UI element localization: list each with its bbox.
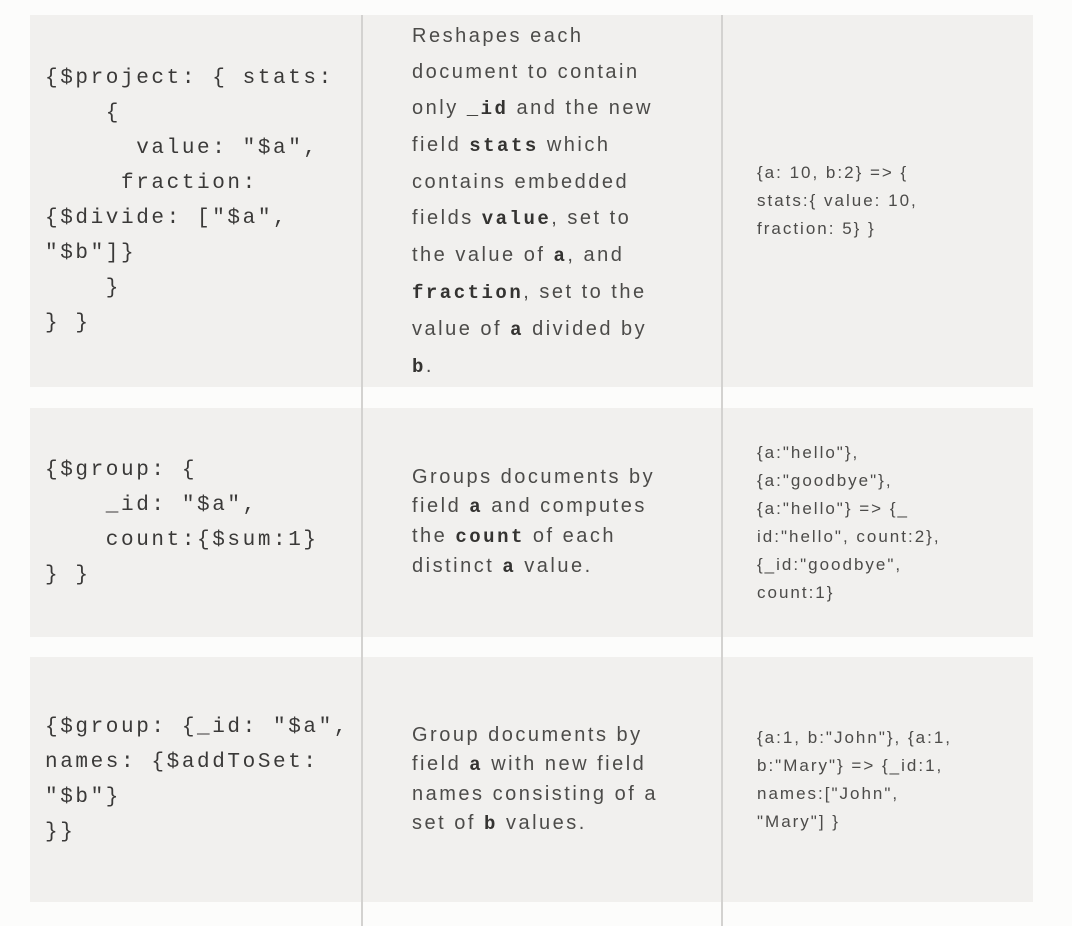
table-row-group-addtoset: {$group: {_id: "$a", names: {$addToSet: … [30,657,1033,902]
cell-description: Groups documents by field a and computes… [362,408,722,637]
example-text: {a:"hello"}, {a:"goodbye"}, {a:"hello"} … [757,442,941,602]
code-block: {$project: { stats: { value: "$a", fract… [45,67,334,335]
inline-code: b [412,355,426,378]
cell-example: {a: 10, b:2} => { stats:{ value: 10, fra… [722,15,1033,387]
inline-code: a [502,556,517,578]
inline-code: a [553,244,568,267]
column-divider-1 [361,15,363,926]
inline-code: stats [469,134,539,157]
table-row-project: {$project: { stats: { value: "$a", fract… [30,15,1033,387]
code-block: {$group: {_id: "$a", names: {$addToSet: … [45,715,350,844]
column-divider-2 [721,15,723,926]
inline-code: a [469,753,484,776]
inline-code: a [510,318,525,341]
example-text: {a:1, b:"John"}, {a:1, b:"Mary"} => {_id… [757,727,953,831]
aggregation-operators-table: {$project: { stats: { value: "$a", fract… [30,15,1033,926]
inline-code: fraction [412,281,524,304]
description-text: Groups documents by field a and computes… [412,466,656,578]
cell-description: Group documents by field a with new fiel… [362,657,722,902]
inline-code: b [483,812,498,835]
inline-code: _id [466,97,509,120]
cell-example: {a:1, b:"John"}, {a:1, b:"Mary"} => {_id… [722,657,1033,902]
inline-code: a [469,496,484,518]
description-text: Reshapes each document to contain only _… [412,24,653,378]
cell-pipeline-code: {$group: {_id: "$a", names: {$addToSet: … [30,657,362,902]
cell-description: Reshapes each document to contain only _… [362,15,722,387]
cell-pipeline-code: {$project: { stats: { value: "$a", fract… [30,15,362,387]
example-text: {a: 10, b:2} => { stats:{ value: 10, fra… [757,163,918,238]
cell-example: {a:"hello"}, {a:"goodbye"}, {a:"hello"} … [722,408,1033,637]
description-text: Group documents by field a with new fiel… [412,723,658,835]
table-row-group-count: {$group: { _id: "$a", count:{$sum:1} } }… [30,408,1033,637]
inline-code: count [455,526,525,548]
inline-code: value [481,207,552,230]
code-block: {$group: { _id: "$a", count:{$sum:1} } } [45,458,319,587]
cell-pipeline-code: {$group: { _id: "$a", count:{$sum:1} } } [30,408,362,637]
